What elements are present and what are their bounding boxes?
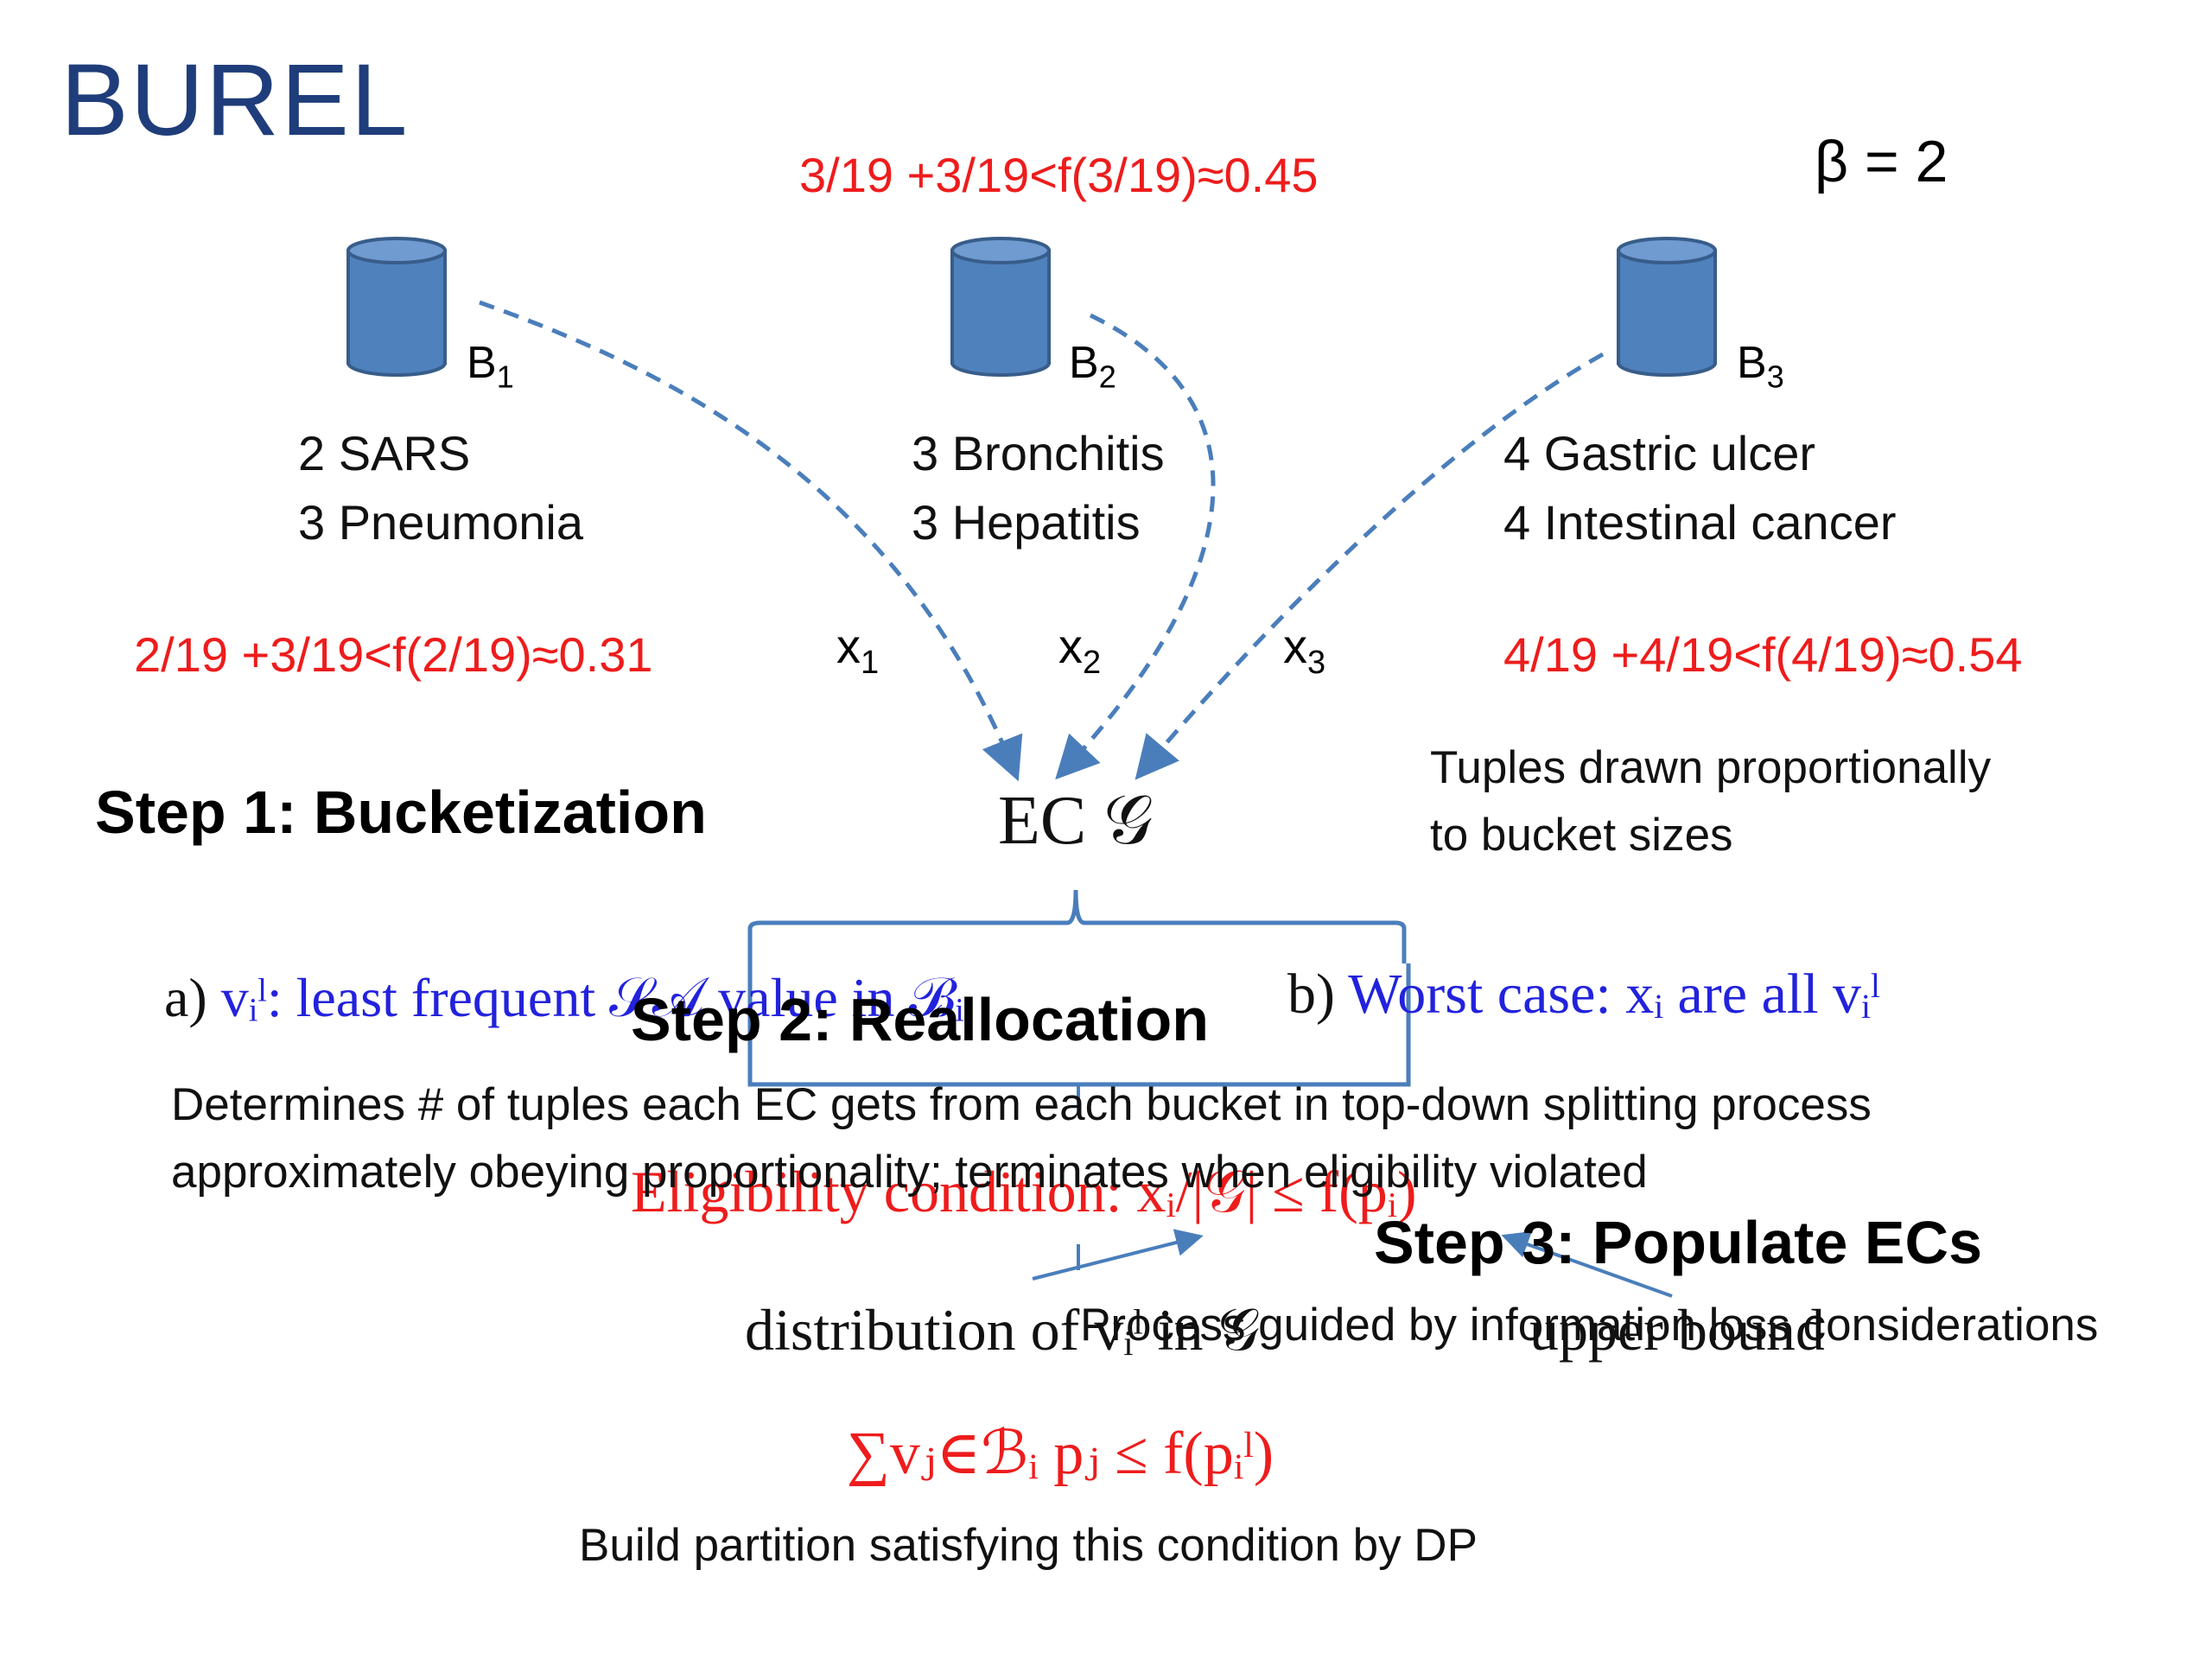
slide-title: BUREL [60, 43, 410, 157]
bucket-3-contents: 4 Gastric ulcer 4 Intestinal cancer [1503, 419, 1896, 557]
tuples-note: Tuples drawn proportionally to bucket si… [1430, 734, 1991, 869]
bucket-2-line-2: 3 Hepatitis [912, 495, 1141, 550]
step-1-heading: Step 1: Bucketization [95, 779, 707, 846]
bucket-3-condition: 4/19 +4/19<f(4/19)≈0.54 [1503, 627, 2023, 682]
step-3-heading: Step 3: Populate ECs [1374, 1209, 1983, 1276]
sum-condition: ∑vⱼ∈ℬᵢ pⱼ ≤ f(pᵢˡ) [847, 1421, 1274, 1487]
x3-label: x3 [1283, 619, 1326, 682]
ec-label: EC 𝒢 [998, 783, 1154, 859]
arrow-b1-to-ec [479, 300, 1023, 782]
arrow-b3-to-ec [1135, 352, 1605, 780]
bucket-1-icon [346, 237, 447, 377]
bucket-3-icon [1617, 237, 1717, 377]
bucket-2-line-1: 3 Bronchitis [912, 426, 1165, 480]
step-3-description: Process guided by information loss consi… [1080, 1300, 2099, 1351]
step-2-description-line-1: Determines # of tuples each EC gets from… [171, 1079, 1872, 1130]
bucket-2-label: B2 [1069, 338, 1116, 395]
upper-bound-label: upper bound [1529, 1297, 1825, 1363]
eligibility-condition: Eligibility condition: xᵢ/|𝒢| ≤ f(pᵢ) [631, 1159, 1417, 1224]
bucket-2-contents: 3 Bronchitis 3 Hepatitis [912, 419, 1165, 557]
x2-label: x2 [1058, 619, 1102, 682]
bucket-3-line-1: 4 Gastric ulcer [1503, 426, 1815, 480]
ec-brace [747, 889, 1407, 963]
tuples-note-line-1: Tuples drawn proportionally [1430, 742, 1992, 793]
arrow-distribution [1032, 1229, 1204, 1281]
arrow-b2-to-ec [1055, 313, 1216, 780]
bucket-2-condition: 3/19 +3/19<f(3/19)≈0.45 [799, 148, 1319, 202]
bucket-3-label: B3 [1737, 338, 1784, 395]
arrow-upper-bound [1501, 1231, 1673, 1298]
step-2-description: Determines # of tuples each EC gets from… [171, 1071, 1872, 1206]
step-2-heading: Step 2: Reallocation [631, 986, 1210, 1053]
bucket-1-label: B1 [467, 338, 514, 395]
step-2-description-line-2: approximately obeying proportionality; t… [171, 1147, 1648, 1198]
bucket-1-condition: 2/19 +3/19<f(2/19)≈0.31 [134, 627, 653, 682]
x1-label: x1 [836, 619, 880, 682]
note-a: a) vᵢˡ: least frequent 𝒮𝒜 value in ℬᵢ [164, 967, 964, 1028]
note-b: b) Worst case: xᵢ are all vᵢˡ [1287, 963, 1880, 1026]
bucket-1-line-2: 3 Pneumonia [298, 495, 584, 550]
tuples-note-line-2: to bucket sizes [1430, 810, 1733, 861]
build-partition-note: Build partition satisfying this conditio… [579, 1520, 1478, 1571]
beta-value: β = 2 [1815, 129, 1948, 194]
bucket-1-contents: 2 SARS 3 Pneumonia [298, 419, 583, 557]
bucket-1-line-1: 2 SARS [298, 426, 471, 480]
bucket-3-line-2: 4 Intestinal cancer [1503, 495, 1897, 550]
bucket-2-icon [950, 237, 1051, 377]
distribution-label: distribution of vᵢˡ in 𝒢 [745, 1297, 1260, 1363]
